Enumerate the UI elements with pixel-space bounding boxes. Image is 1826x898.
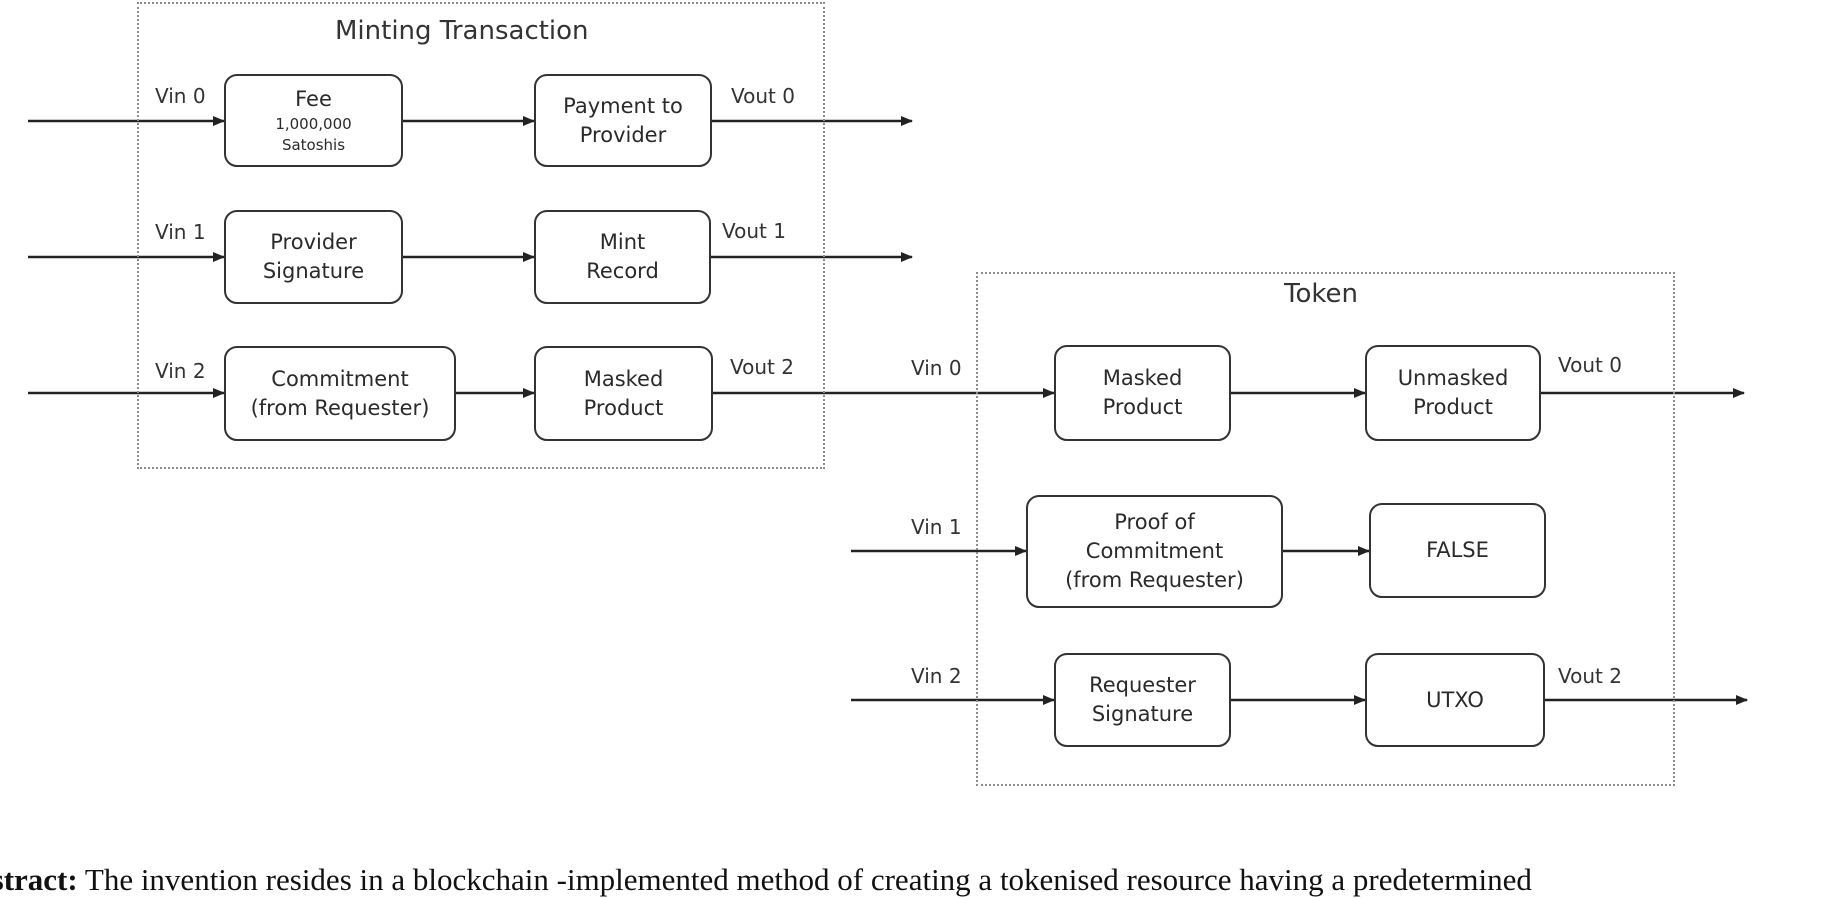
minting-vout2-label: Vout 2 <box>730 355 794 379</box>
token-title: Token <box>1284 279 1358 309</box>
provider-signature-line2: Signature <box>263 257 364 286</box>
abstract-heading: Abstract: <box>0 862 78 897</box>
false-node: FALSE <box>1369 503 1546 598</box>
minting-transaction-title: Minting Transaction <box>335 16 589 46</box>
proof-line3: (from Requester) <box>1065 566 1244 595</box>
utxo-node: UTXO <box>1365 653 1545 747</box>
token-masked-product-line1: Masked <box>1103 364 1183 393</box>
mint-record-node: Mint Record <box>534 210 711 304</box>
proof-line1: Proof of <box>1114 508 1194 537</box>
token-masked-product-line2: Product <box>1103 393 1183 422</box>
proof-line2: Commitment <box>1086 537 1223 566</box>
fee-node: Fee 1,000,000 Satoshis <box>224 74 403 167</box>
minting-vin2-label: Vin 2 <box>155 359 206 383</box>
token-masked-product-node: Masked Product <box>1054 345 1231 441</box>
minting-vout1-label: Vout 1 <box>722 219 786 243</box>
fee-amount: 1,000,000 <box>275 114 351 135</box>
masked-product-line1: Masked <box>584 365 664 394</box>
token-vout0-label: Vout 0 <box>1558 353 1622 377</box>
requester-signature-line1: Requester <box>1089 671 1196 700</box>
minting-vin0-label: Vin 0 <box>155 84 206 108</box>
minting-vin1-label: Vin 1 <box>155 220 206 244</box>
provider-signature-line1: Provider <box>270 228 356 257</box>
payment-to-provider-node: Payment to Provider <box>534 74 712 167</box>
token-vin1-label: Vin 1 <box>911 515 962 539</box>
mint-record-line2: Record <box>586 257 659 286</box>
token-vin0-label: Vin 0 <box>911 356 962 380</box>
false-label: FALSE <box>1426 536 1489 565</box>
requester-signature-node: Requester Signature <box>1054 653 1231 747</box>
utxo-label: UTXO <box>1426 686 1484 715</box>
minting-vout0-label: Vout 0 <box>731 84 795 108</box>
token-vout2-label: Vout 2 <box>1558 664 1622 688</box>
abstract-text: Abstract: The invention resides in a blo… <box>0 862 1532 898</box>
payment-line1: Payment to <box>563 92 683 121</box>
provider-signature-node: Provider Signature <box>224 210 403 304</box>
requester-signature-line2: Signature <box>1092 700 1193 729</box>
fee-label: Fee <box>295 85 332 114</box>
abstract-body: The invention resides in a blockchain -i… <box>78 862 1532 897</box>
proof-of-commitment-node: Proof of Commitment (from Requester) <box>1026 495 1283 608</box>
commitment-node: Commitment (from Requester) <box>224 346 456 441</box>
unmasked-product-line2: Product <box>1413 393 1493 422</box>
mint-record-line1: Mint <box>600 228 646 257</box>
commitment-line1: Commitment <box>271 365 408 394</box>
token-vin2-label: Vin 2 <box>911 664 962 688</box>
fee-unit: Satoshis <box>282 135 345 156</box>
masked-product-node: Masked Product <box>534 346 713 441</box>
unmasked-product-line1: Unmasked <box>1398 364 1509 393</box>
masked-product-line2: Product <box>584 394 664 423</box>
payment-line2: Provider <box>580 121 666 150</box>
commitment-line2: (from Requester) <box>251 394 430 423</box>
unmasked-product-node: Unmasked Product <box>1365 345 1541 441</box>
